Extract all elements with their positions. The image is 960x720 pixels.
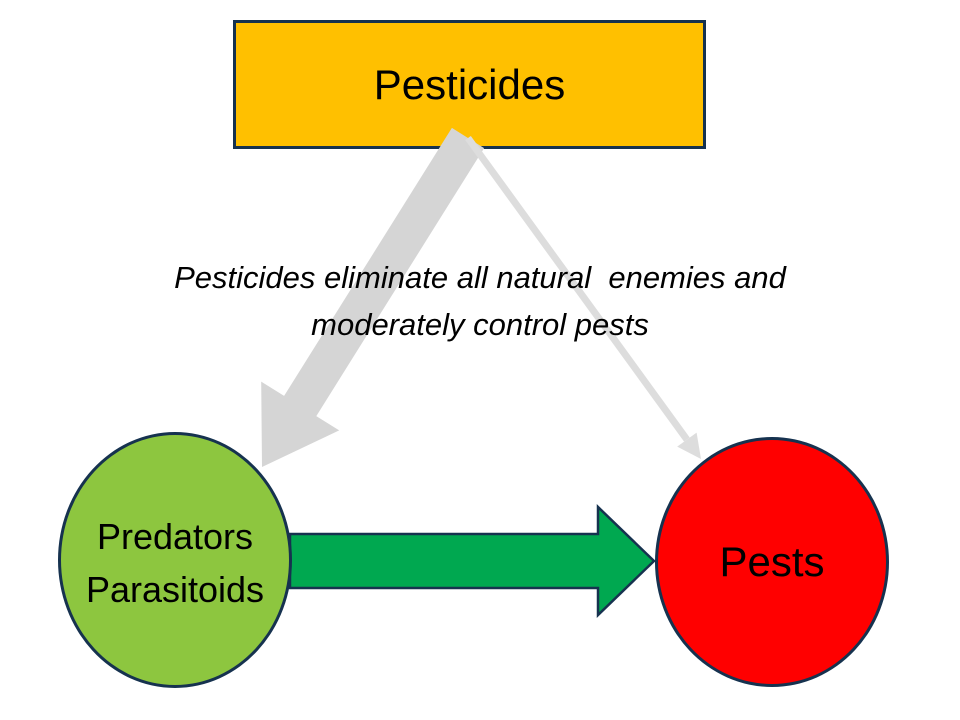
- annotation-text: Pesticides eliminate all natural enemies…: [0, 254, 960, 348]
- arrow-pesticides-to-pests-head: [677, 432, 701, 459]
- annotation-line-2: moderately control pests: [311, 307, 649, 342]
- arrow-predators-to-pests: [288, 504, 656, 618]
- arrow-pesticides-to-predators: [261, 127, 485, 468]
- arrow-pesticides-to-pests-shaft: [465, 135, 690, 442]
- pests-label: Pests: [719, 538, 825, 585]
- pesticides-label: Pesticides: [373, 60, 566, 108]
- pesticides-box: Pesticides: [233, 20, 706, 149]
- parasitoids-label: Parasitoids: [85, 569, 265, 610]
- predators-label: Predators: [96, 516, 254, 557]
- predators-parasitoids-circle: Predators Parasitoids: [58, 432, 292, 688]
- annotation-line-1: Pesticides eliminate all natural enemies…: [174, 260, 786, 295]
- pests-circle: Pests: [655, 437, 889, 687]
